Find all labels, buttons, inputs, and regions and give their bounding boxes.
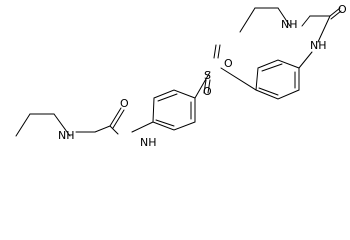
bond [330, 10, 342, 20]
bond-lines [15, 7, 342, 137]
bond [217, 44, 221, 59]
atom-label-sulfur: S [204, 69, 211, 82]
bond [301, 15, 311, 27]
atom-label-oxygen: O [338, 3, 347, 16]
bond [15, 113, 31, 137]
bond [131, 121, 154, 133]
atom-label-oxygen: O [203, 85, 212, 98]
atom-label-oxygen: O [120, 97, 129, 110]
atom-label-nh: NH [140, 136, 157, 149]
bond [298, 51, 313, 69]
bond [155, 119, 175, 127]
bond [112, 109, 125, 129]
bond [277, 7, 291, 27]
bond [94, 125, 111, 133]
bond [329, 7, 341, 17]
bond [109, 107, 122, 127]
bond [203, 79, 207, 94]
bond [258, 87, 279, 96]
bond [109, 125, 119, 135]
bond [194, 71, 211, 99]
atom-label-oxygen: O [224, 57, 233, 70]
lower-benzene-ring [152, 89, 196, 131]
bond [317, 15, 331, 43]
bond [207, 79, 211, 94]
atom-label-nh: NH [281, 18, 298, 31]
bond [213, 44, 217, 59]
bond [157, 93, 178, 102]
bond [261, 63, 283, 72]
bond [239, 7, 256, 33]
chemical-structure-diagram: O NH NH S O O O NH NH [15, 3, 347, 149]
bond [220, 67, 257, 91]
atom-label-nh: NH [58, 129, 75, 142]
atom-label-nh: NH [310, 39, 327, 52]
bond [53, 113, 71, 137]
chemical-structure-canvas: O NH NH S O O O NH NH [15, 3, 347, 149]
